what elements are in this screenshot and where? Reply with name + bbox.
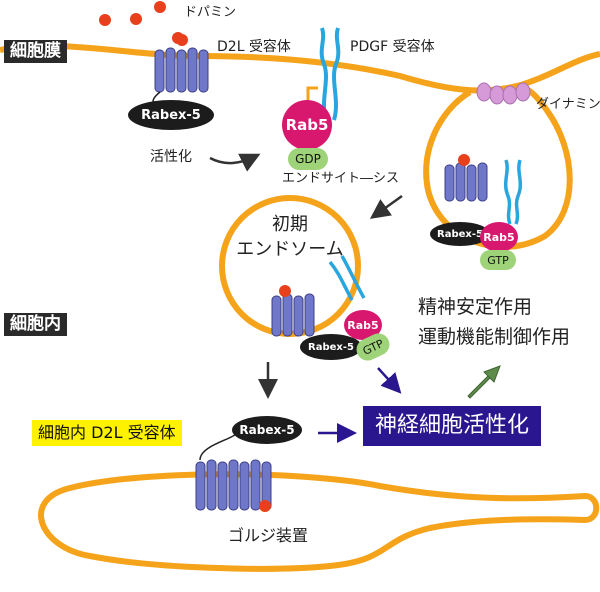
pharmacological-actions: 精神安定作用 運動機能制御作用 [418,296,571,348]
pdgf-receptor-endosome [328,255,366,301]
endocytosis-label: エンドサイト―シス [282,171,400,186]
intracellular-d2l-label: 細胞内 D2L 受容体 [32,420,182,446]
neuron-activation-box: 神経細胞活性化 [363,406,542,446]
rab5-vesicle: Rab5 [480,222,518,252]
rab5-membrane: Rab5 [282,100,332,150]
activation-label: 活性化 [150,149,192,165]
endosome-signal-arrow [377,367,402,394]
d2l-receptor-membrane [152,34,209,109]
activation-arrow [209,153,261,172]
effect-arrow [467,365,501,399]
golgi-membrane [38,471,600,572]
dynamin-ring [476,82,531,105]
gtp-badge-vesicle: GTP [480,250,516,270]
early-endosome-label: 初期 エンドソーム [236,214,344,260]
golgi-label: ゴルジ装置 [228,526,309,545]
d2l-receptor-golgi [195,433,272,512]
gdp-badge: GDP [288,148,328,170]
intracellular-label: 細胞内 [4,313,67,336]
membrane-label: 細胞膜 [4,40,67,63]
rab5-anchor [306,86,318,100]
rabex5-membrane: Rabex-5 [128,100,214,130]
budding-vesicle [423,87,573,250]
pdgf-receptor-label: PDGF 受容体 [350,39,435,55]
dynamin-label: ダイナミン [536,97,600,112]
dopamine-molecules [99,1,184,44]
d2l-receptor-vesicle [444,154,488,202]
d2l-receptor-label: D2L 受容体 [217,39,291,55]
plasma-membrane [0,42,600,94]
d2l-receptor-endosome [271,285,315,337]
endocytosis-arrow [369,194,403,219]
dopamine-label: ドパミン [184,5,237,20]
pdgf-receptor-vesicle [503,159,523,225]
pdgf-receptor-membrane [319,27,341,121]
rabex5-golgi: Rabex-5 [232,416,302,444]
rabex5-endosome: Rabex-5 [300,334,362,360]
